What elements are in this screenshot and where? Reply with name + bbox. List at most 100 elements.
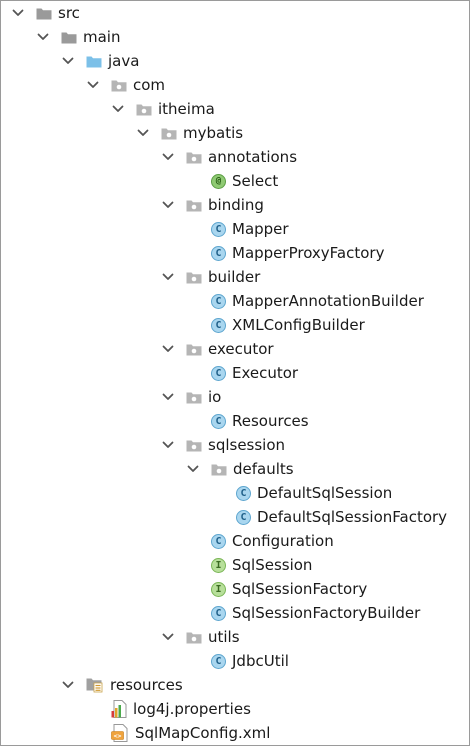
expand-arrow-icon[interactable] [162,391,174,403]
arrow-spacer [87,727,99,739]
arrow-spacer [187,295,199,307]
expand-arrow-icon[interactable] [162,271,174,283]
arrow-spacer [187,535,199,547]
arrow-spacer [187,247,199,259]
arrow-spacer [187,655,199,667]
expand-arrow-icon[interactable] [87,79,99,91]
expand-arrow-icon[interactable] [112,103,124,115]
package-icon [186,199,202,212]
tree-item-label: Select [232,172,279,190]
tree-item-annotations[interactable]: annotations [1,145,469,169]
tree-item-label: builder [208,268,261,286]
tree-item-defaultsqlsession[interactable]: C DefaultSqlSession [1,481,469,505]
class-icon: C [211,317,226,333]
expand-arrow-icon[interactable] [12,7,24,19]
tree-item-label: main [83,28,121,46]
tree-item-defaultsqlsessionfactory[interactable]: C DefaultSqlSessionFactory [1,505,469,529]
tree-item-label: java [108,52,140,70]
annotation-icon: @ [211,173,226,189]
package-icon [211,463,227,476]
tree-item-label: MapperProxyFactory [232,244,385,262]
properties-file-icon [111,700,127,718]
tree-item-sqlsession[interactable]: sqlsession [1,433,469,457]
package-icon [186,151,202,164]
tree-item-defaults[interactable]: defaults [1,457,469,481]
tree-item-sqlmapconfig-xml[interactable]: <>SqlMapConfig.xml [1,721,469,745]
tree-item-label: SqlSessionFactory [232,580,368,598]
package-icon [161,127,177,140]
expand-arrow-icon[interactable] [37,31,49,43]
tree-item-mybatis[interactable]: mybatis [1,121,469,145]
tree-item-label: binding [208,196,264,214]
tree-item-label: DefaultSqlSession [257,484,393,502]
package-icon [186,271,202,284]
tree-item-select[interactable]: @ Select [1,169,469,193]
tree-item-io[interactable]: io [1,385,469,409]
expand-arrow-icon[interactable] [162,439,174,451]
xml-file-icon: <> [111,724,129,742]
tree-item-label: itheima [158,100,215,118]
tree-item-resources[interactable]: C Resources [1,409,469,433]
arrow-spacer [187,607,199,619]
tree-item-label: com [133,76,166,94]
arrow-spacer [187,319,199,331]
tree-item-com[interactable]: com [1,73,469,97]
expand-arrow-icon[interactable] [137,127,149,139]
interface-icon: I [211,581,226,597]
tree-item-label: DefaultSqlSessionFactory [257,508,448,526]
tree-item-builder[interactable]: builder [1,265,469,289]
tree-item-main[interactable]: main [1,25,469,49]
arrow-spacer [212,487,224,499]
arrow-spacer [187,559,199,571]
class-icon: C [211,605,226,621]
tree-item-label: Resources [232,412,309,430]
tree-item-itheima[interactable]: itheima [1,97,469,121]
tree-item-label: utils [208,628,240,646]
package-icon [136,103,152,116]
svg-text:<>: <> [114,732,122,740]
expand-arrow-icon[interactable] [162,631,174,643]
expand-arrow-icon[interactable] [162,151,174,163]
class-icon: C [211,413,226,429]
arrow-spacer [187,583,199,595]
class-icon: C [236,509,251,525]
expand-arrow-icon[interactable] [62,55,74,67]
tree-item-java[interactable]: java [1,49,469,73]
tree-item-src[interactable]: src [1,1,469,25]
tree-item-xmlconfigbuilder[interactable]: C XMLConfigBuilder [1,313,469,337]
class-icon: C [211,221,226,237]
class-icon: C [211,365,226,381]
tree-item-log4j-properties[interactable]: log4j.properties [1,697,469,721]
tree-item-utils[interactable]: utils [1,625,469,649]
package-icon [186,631,202,644]
expand-arrow-icon[interactable] [62,679,74,691]
tree-item-label: resources [110,676,183,694]
arrow-spacer [187,175,199,187]
resources-folder-icon [86,677,104,693]
arrow-spacer [187,223,199,235]
expand-arrow-icon[interactable] [187,463,199,475]
tree-item-label: mybatis [183,124,244,142]
tree-item-sqlsessionfactory[interactable]: I SqlSessionFactory [1,577,469,601]
tree-item-executor[interactable]: executor [1,337,469,361]
tree-item-label: sqlsession [208,436,286,454]
tree-item-label: src [58,4,80,22]
expand-arrow-icon[interactable] [162,199,174,211]
tree-item-label: XMLConfigBuilder [232,316,365,334]
tree-item-resources[interactable]: resources [1,673,469,697]
folder-icon [36,7,52,20]
package-icon [186,391,202,404]
expand-arrow-icon[interactable] [162,343,174,355]
tree-item-binding[interactable]: binding [1,193,469,217]
class-icon: C [236,485,251,501]
arrow-spacer [87,703,99,715]
